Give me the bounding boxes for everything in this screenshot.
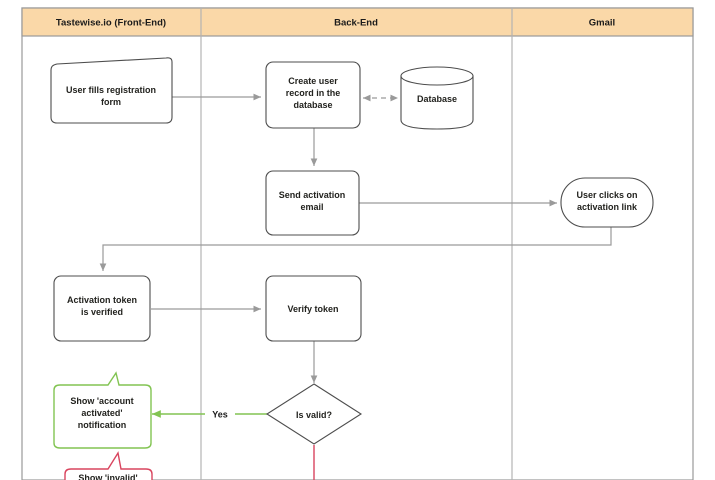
node-verify-token[interactable]: Verify token	[265, 275, 362, 342]
edges-layer: show 'account activated' notification --…	[99, 93, 612, 480]
node-label-create-user-record-line2: record in the	[286, 88, 341, 98]
node-label-is-valid: Is valid?	[296, 410, 332, 420]
node-label-account-activated-line2: activated'	[81, 408, 122, 418]
node-label-user-clicks-activation-link-line1: User clicks on	[576, 190, 637, 200]
node-label-create-user-record-line1: Create user	[288, 76, 338, 86]
nodes-layer: User fills registration form Create user…	[50, 57, 654, 480]
node-label-show-invalid: Show 'invalid'	[78, 473, 137, 480]
node-label-user-fills-registration-form-line2: form	[101, 97, 121, 107]
node-label-account-activated-line3: notification	[78, 420, 127, 430]
node-label-activation-token-line1: Activation token	[67, 295, 137, 305]
edge-user-click-to-activation-token	[99, 227, 612, 271]
node-label-user-fills-registration-form-line1: User fills registration	[66, 85, 156, 95]
edge-label-yes: Yes	[212, 409, 228, 419]
edge-label-yes-backing	[205, 406, 235, 422]
swimlane-header-band	[21, 7, 694, 37]
node-label-send-activation-email-line2: email	[300, 202, 323, 212]
lane-header-gmail: Gmail	[589, 18, 615, 29]
lane-header-backend: Back-End	[334, 18, 378, 29]
node-label-verify-token: Verify token	[287, 304, 338, 314]
node-show-invalid-notification[interactable]: Show 'invalid'	[64, 451, 153, 480]
node-show-account-activated-notification[interactable]: Show 'account activated' notification	[53, 371, 152, 449]
node-activation-token-is-verified[interactable]: Activation token is verified	[53, 275, 151, 342]
node-user-fills-registration-form[interactable]: User fills registration form	[50, 57, 173, 124]
node-label-activation-token-line2: is verified	[81, 307, 123, 317]
node-is-valid-decision[interactable]: Is valid?	[265, 383, 363, 445]
swimlane-frame: Tastewise.io (Front-End) Back-End Gmail	[21, 7, 694, 480]
node-label-account-activated-line1: Show 'account	[70, 396, 133, 406]
node-user-clicks-activation-link[interactable]: User clicks on activation link	[560, 177, 654, 228]
node-label-create-user-record-line3: database	[293, 100, 332, 110]
node-create-user-record[interactable]: Create user record in the database	[265, 61, 361, 129]
node-label-user-clicks-activation-link-line2: activation link	[577, 202, 638, 212]
node-label-database: Database	[417, 94, 457, 104]
node-send-activation-email[interactable]: Send activation email	[265, 170, 360, 236]
node-database[interactable]: Database	[400, 66, 474, 130]
lane-header-frontend: Tastewise.io (Front-End)	[56, 18, 166, 29]
node-label-send-activation-email-line1: Send activation	[279, 190, 346, 200]
